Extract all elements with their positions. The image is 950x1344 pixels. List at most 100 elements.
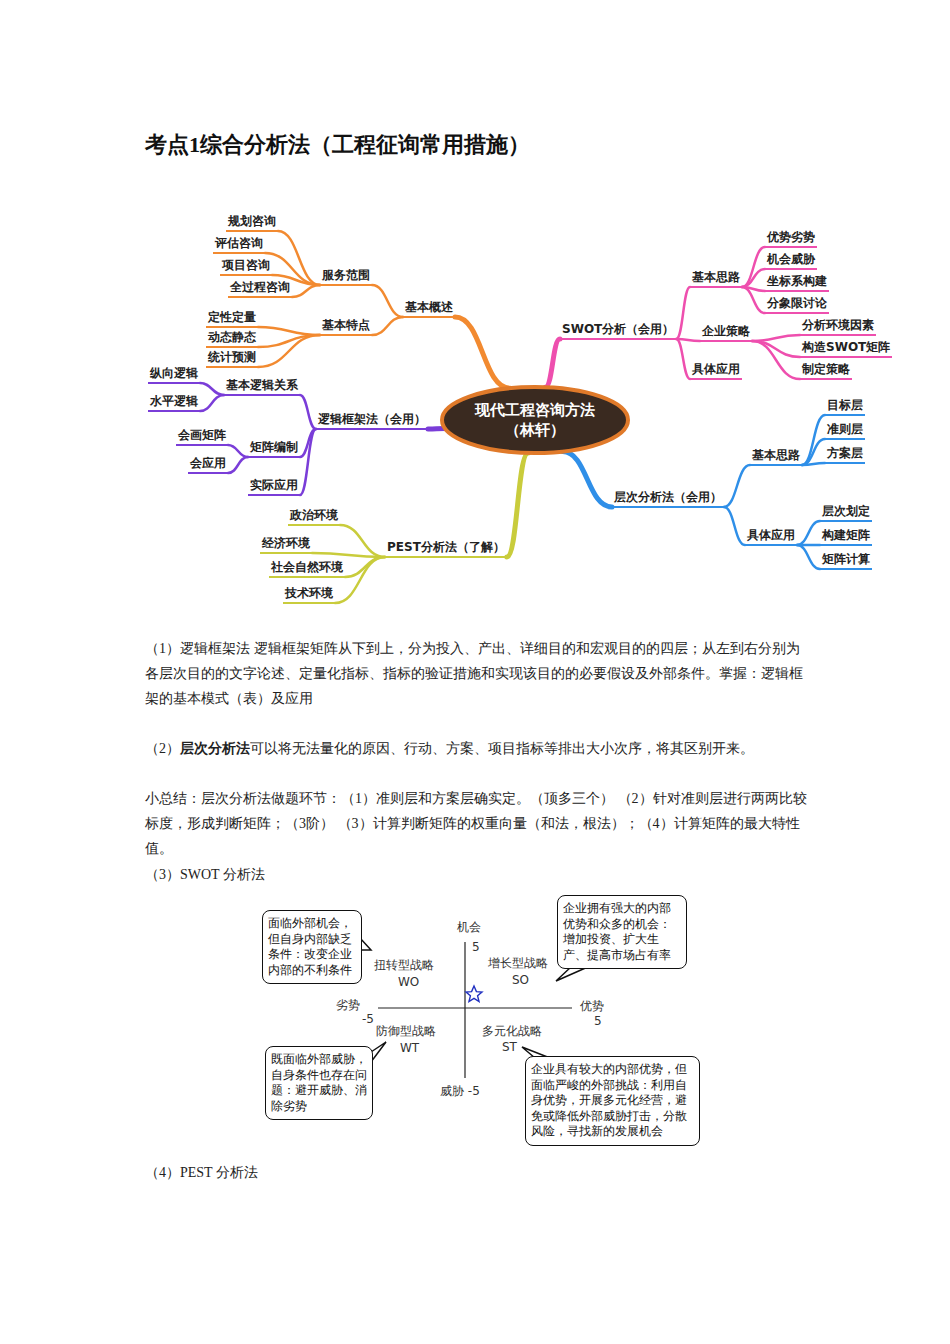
branch-connector — [802, 415, 825, 465]
node-text: 动态静态 — [208, 330, 256, 345]
node-text: 评估咨询 — [215, 236, 263, 251]
branch-connector — [345, 557, 385, 577]
branch-topic: 定性定量 — [206, 310, 258, 328]
branch-topic: 方案层 — [825, 446, 865, 464]
central-ellipse — [440, 385, 630, 455]
branch-topic: 动态静态 — [206, 330, 258, 348]
branch-connector — [200, 383, 224, 395]
y-axis — [464, 942, 465, 1078]
paragraph-text: （2） — [145, 741, 180, 756]
node-text: 具体应用 — [692, 362, 740, 377]
chart-label: 5 — [472, 940, 480, 955]
branch-topic: 分象限讨论 — [765, 296, 829, 314]
branch-connector — [292, 285, 320, 297]
chart-label: WO — [398, 975, 419, 990]
branch-topic: 基本特点 — [320, 318, 372, 336]
ellipse-outline — [442, 387, 628, 453]
branch-topic: 构造SWOT矩阵 — [800, 340, 892, 358]
chart-label: 威胁 -5 — [440, 1084, 480, 1099]
node-text: 纵向逻辑 — [150, 366, 198, 381]
chart-label: SO — [512, 973, 529, 988]
section-heading: （3）SWOT 分析法 — [145, 862, 265, 887]
branch-topic: 构建矩阵 — [820, 528, 872, 546]
branch-connector — [676, 287, 690, 339]
branch-topic: 基本思路 — [690, 270, 742, 288]
chart-label: 机会 — [457, 920, 481, 935]
branch-topic: 目标层 — [825, 398, 865, 416]
branch-connector — [455, 317, 510, 388]
node-text: 水平逻辑 — [150, 394, 198, 409]
paragraph-text: 可以将无法量化的原因、行动、方案、项目指标等排出大小次序，将其区别开来。 — [250, 741, 754, 756]
x-axis — [378, 1007, 572, 1008]
branch-topic: 矩阵编制 — [248, 440, 300, 458]
node-text: 社会自然环境 — [271, 560, 343, 575]
branch-connector — [676, 339, 690, 379]
chart-label: 多元化战略 — [482, 1024, 542, 1039]
node-text: 会画矩阵 — [178, 428, 226, 443]
branch-connector — [563, 452, 612, 507]
node-text: 优势劣势 — [767, 230, 815, 245]
branch-connector — [752, 335, 800, 341]
branch-topic: PEST分析法（了解） — [385, 540, 507, 558]
branch-connector — [258, 327, 320, 335]
node-text: 分析环境因素 — [802, 318, 874, 333]
branch-topic: 准则层 — [825, 422, 865, 440]
branch-topic: SWOT分析（会用） — [560, 322, 676, 340]
branch-topic: 具体应用 — [690, 362, 742, 380]
node-text: 政治环境 — [290, 508, 338, 523]
branch-topic: 政治环境 — [288, 508, 340, 526]
paragraph: （1）逻辑框架法 逻辑框架矩阵从下到上，分为投入、产出、详细目的和宏观目的的四层… — [145, 636, 810, 711]
branch-connector — [372, 317, 403, 335]
chart-label: WT — [400, 1041, 419, 1056]
node-text: 基本概述 — [405, 300, 453, 315]
node-text: SWOT分析（会用） — [562, 322, 674, 337]
branch-topic: 评估咨询 — [213, 236, 265, 254]
branch-connector — [742, 269, 765, 287]
callout-box: 企业具有较大的内部优势，但面临严峻的外部挑战：利用自身优势，开展多元化经营，避免… — [525, 1056, 700, 1146]
branch-connector — [228, 445, 248, 457]
callout-tail — [371, 1042, 386, 1062]
branch-connector — [545, 339, 560, 387]
branch-connector — [300, 395, 316, 429]
node-text: 制定策略 — [802, 362, 850, 377]
branch-topic: 纵向逻辑 — [148, 366, 200, 384]
branch-topic: 会画矩阵 — [176, 428, 228, 446]
branch-connector — [742, 287, 765, 313]
node-text: 定性定量 — [208, 310, 256, 325]
callout-box: 既面临外部威胁，自身条件也存在问题：避开威胁、消除劣势 — [265, 1046, 373, 1120]
branch-topic: 服务范围 — [320, 268, 372, 286]
branch-connector — [797, 545, 820, 569]
node-text: 矩阵编制 — [250, 440, 298, 455]
section-heading: （4）PEST 分析法 — [145, 1160, 258, 1185]
node-text: PEST分析法（了解） — [387, 540, 505, 555]
node-text: 基本思路 — [752, 448, 800, 463]
node-text: 准则层 — [827, 422, 863, 437]
branch-connector — [507, 453, 528, 557]
node-text: 目标层 — [827, 398, 863, 413]
star-marker — [466, 986, 482, 1002]
node-text: 实际应用 — [250, 478, 298, 493]
branch-topic: 水平逻辑 — [148, 394, 200, 412]
node-text: 构造SWOT矩阵 — [802, 340, 890, 355]
branch-topic: 机会威胁 — [765, 252, 817, 270]
node-text: 企业策略 — [702, 324, 750, 339]
callout-box: 企业拥有强大的内部优势和众多的机会：增加投资、扩大生产、提高市场占有率 — [557, 895, 687, 969]
node-text: 现代工程咨询方法 （林轩） — [460, 400, 610, 440]
branch-topic: 优势劣势 — [765, 230, 817, 248]
chart-label: 劣势 — [336, 998, 360, 1013]
paragraph: （2）层次分析法可以将无法量化的原因、行动、方案、项目指标等排出大小次序，将其区… — [145, 736, 810, 761]
paragraph-text: 小总结：层次分析法做题环节：（1）准则层和方案层确实定。（顶多三个） （2）针对… — [145, 791, 807, 856]
node-text: 企业拥有强大的内部优势和众多的机会：增加投资、扩大生产、提高市场占有率 — [563, 901, 681, 963]
branch-connector — [312, 553, 385, 557]
branch-connector — [300, 429, 316, 495]
page-title: 考点1综合分析法（工程征询常用措施） — [145, 130, 530, 160]
node-text: 服务范围 — [322, 268, 370, 283]
node-text: 项目咨询 — [222, 258, 270, 273]
branch-topic: 制定策略 — [800, 362, 852, 380]
node-text: 机会威胁 — [767, 252, 815, 267]
chart-label: 防御型战略 — [376, 1024, 436, 1039]
branch-topic: 会应用 — [188, 456, 228, 474]
branch-topic: 基本逻辑关系 — [224, 378, 300, 396]
branch-topic: 分析环境因素 — [800, 318, 876, 336]
